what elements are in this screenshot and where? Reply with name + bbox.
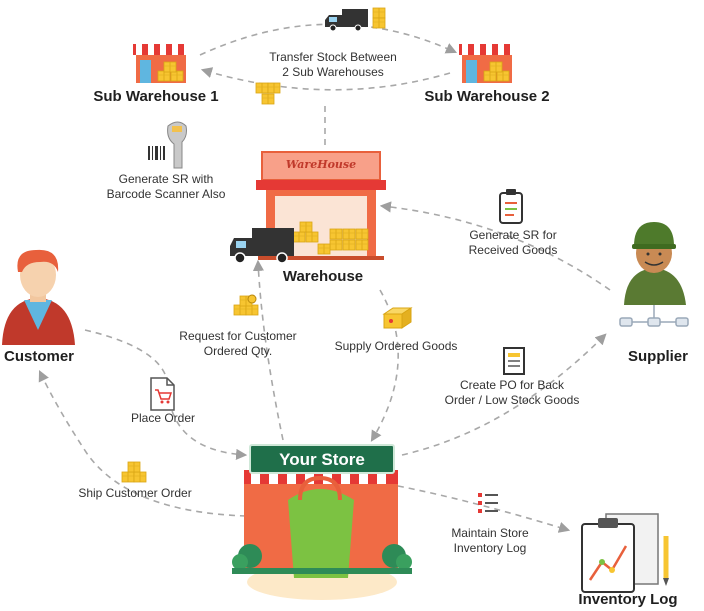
place-order-label: Place Order [130,411,196,425]
supplier-label: Supplier [627,348,688,365]
transfer-stock-label: Transfer Stock Between 2 Sub Warehouses [269,50,397,79]
arrow-store-to-inventory [397,485,571,533]
your-store-building [232,444,412,600]
warehouse-label: Warehouse [282,268,364,285]
customer-figure [2,249,75,345]
maintain-inventory-log-label: Maintain Store Inventory Log [451,526,529,555]
truck-main-icon [230,228,294,264]
box-supply-icon [382,307,413,329]
sub-warehouse-2-label: Sub Warehouse 2 [424,88,550,105]
request-customer-qty-label: Request for Customer Ordered Qty. [179,329,297,358]
boxes-transfer-icon [255,82,281,105]
create-po-label: Create PO for Back Order / Low Stock Goo… [444,378,580,407]
sub-warehouse-2-building [459,44,515,83]
generate-sr-barcode-label: Generate SR with Barcode Scanner Also [106,172,226,201]
arrow-store-to-customer [38,369,247,517]
truck-top-icon [325,7,386,32]
warehouse-sign: WareHouse [285,158,357,171]
your-store-sign: Your Store [279,450,365,469]
arrow-store-to-warehouse [252,259,284,441]
generate-sr-received-label: Generate SR for Received Goods [468,228,558,257]
clipboard-sr-icon [499,189,523,224]
customer-label: Customer [3,348,74,365]
supplier-figure [619,222,689,327]
inventory-log-label: Inventory Log [578,591,678,608]
supply-ordered-goods-label: Supply Ordered Goods [334,339,458,353]
ship-customer-order-label: Ship Customer Order [78,486,192,500]
barcode-scanner-icon [148,121,187,169]
inventory-list-icon [478,493,498,513]
arrow-supplier-to-warehouse [379,201,611,291]
boxes-ship-icon [121,461,147,483]
boxes-request-icon [233,294,259,316]
purchase-order-icon [503,347,525,375]
inventory-log-clipboard [581,513,669,593]
arrow-warehouse-to-store [370,289,399,442]
arrow-store-to-supplier [401,333,607,456]
arrow-sub2-to-sub1 [200,67,451,91]
sub-warehouse-1-label: Sub Warehouse 1 [93,88,219,105]
sub-warehouse-1-building [133,44,189,83]
place-order-cart-icon [150,377,175,411]
